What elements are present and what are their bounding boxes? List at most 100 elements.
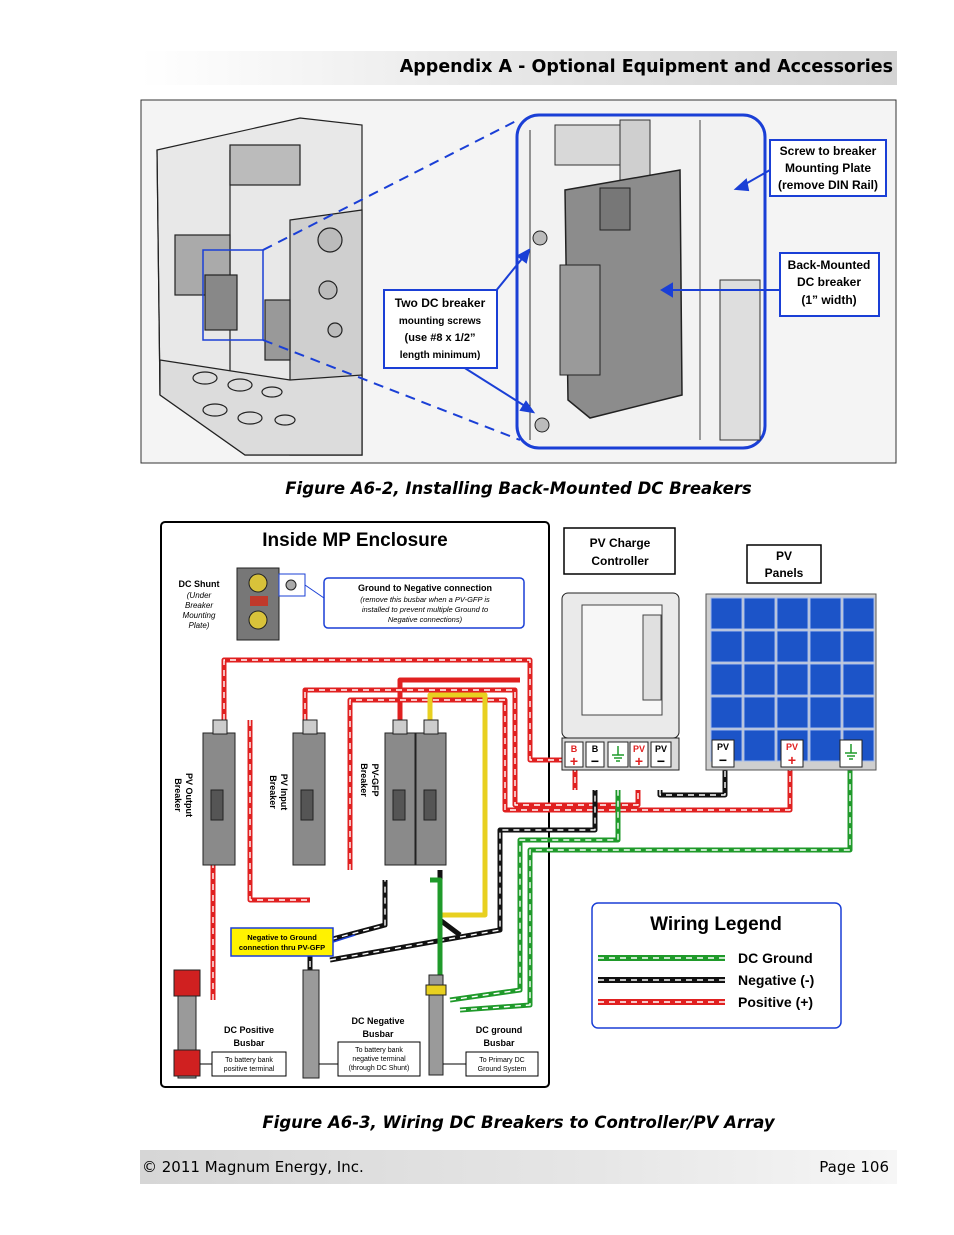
callout-breaker-line3: (1” width) (801, 293, 856, 307)
legend-label: Positive (+) (738, 994, 813, 1010)
solar-cell (809, 729, 842, 762)
callout-screw-line2: Mounting Plate (785, 161, 871, 175)
header-title: Appendix A - Optional Equipment and Acce… (399, 57, 893, 77)
solar-cell (743, 729, 776, 762)
shunt-note-3: Mounting (183, 611, 216, 620)
panel-terminal-neg: PV (717, 742, 729, 752)
shunt-note-4: Plate) (189, 621, 210, 630)
pos-busbar-note-2: positive terminal (224, 1066, 275, 1073)
svg-text:+: + (788, 752, 796, 768)
solar-cell (776, 696, 809, 729)
panels-title-1: PV (776, 549, 792, 563)
neg-busbar-title-2: Busbar (362, 1029, 394, 1039)
solar-cell (842, 597, 875, 630)
terminal-b-pos: B (571, 744, 578, 754)
breakers (202, 719, 447, 866)
panel-ground-icon (845, 744, 857, 760)
solar-cell (809, 597, 842, 630)
shunt-note-1: (Under (187, 591, 212, 600)
solar-cell (809, 630, 842, 663)
legend-label: DC Ground (738, 950, 813, 966)
busbar-labels: DC Positive Busbar To battery bank posit… (200, 1016, 539, 1077)
neg-gnd-note-1: Negative to Ground (247, 933, 317, 942)
legend-label: Negative (-) (738, 972, 814, 988)
gnd-note-1: (remove this busbar when a PV-GFP is (360, 595, 490, 604)
shunt-note-2: Breaker (185, 601, 213, 610)
legend-title: Wiring Legend (650, 914, 782, 935)
busbars (173, 969, 447, 1079)
ground-symbol-icon (612, 746, 624, 762)
figure2-caption: Figure A6-3, Wiring DC Breakers to Contr… (262, 1113, 775, 1132)
pos-busbar-title-2: Busbar (233, 1038, 265, 1048)
pv-gfp-label-2: Breaker (359, 763, 369, 797)
guide-lines (262, 119, 521, 441)
svg-text:−: − (719, 752, 727, 768)
solar-cell (743, 630, 776, 663)
solar-cell (809, 663, 842, 696)
neg-busbar-note-2: negative terminal (352, 1056, 406, 1063)
svg-text:−: − (591, 753, 599, 769)
pv-input-label-1: PV Input (279, 774, 289, 811)
page-footer: © 2011 Magnum Energy, Inc. Page 106 (140, 1150, 897, 1184)
figure-wiring: Inside MP Enclosure DC Shunt (Under Brea… (160, 521, 877, 1088)
solar-cell (842, 696, 875, 729)
terminal-b-neg: B (592, 744, 599, 754)
pv-gfp-label-1: PV-GFP (370, 763, 380, 796)
page-number: Page 106 (819, 1158, 889, 1176)
callout-screws-box: Two DC breaker mounting screws (use #8 x… (383, 289, 498, 369)
enclosure-drawing (156, 117, 363, 456)
breaker-labels: PV Output Breaker PV Input Breaker PV-GF… (173, 763, 380, 817)
terminal-pv-neg: PV (655, 744, 667, 754)
wires (210, 657, 853, 1013)
svg-text:+: + (570, 753, 578, 769)
controller-title-1: PV Charge (590, 536, 651, 550)
solar-cell (776, 630, 809, 663)
solar-cell (776, 597, 809, 630)
page-header: Appendix A - Optional Equipment and Acce… (140, 51, 897, 85)
panels-title-2: Panels (765, 566, 804, 580)
charge-controller: PV Charge Controller (561, 527, 680, 771)
neg-busbar-note-3: (through DC Shunt) (349, 1065, 410, 1072)
controller-title-2: Controller (591, 554, 649, 568)
gnd-busbar-note-1: To Primary DC (479, 1057, 525, 1064)
callout-screws-line3: (use #8 x 1/2” (405, 332, 476, 344)
solar-cell (743, 663, 776, 696)
gnd-busbar-title-1: DC ground (476, 1025, 523, 1035)
neg-busbar-title-1: DC Negative (351, 1016, 404, 1026)
gnd-busbar-title-2: Busbar (483, 1038, 515, 1048)
solar-cell (842, 630, 875, 663)
neg-gnd-note-2: connection thru PV-GFP (239, 943, 325, 952)
svg-text:+: + (635, 753, 643, 769)
gnd-note-2: installed to prevent multiple Ground to (362, 605, 488, 614)
zoom-panel (515, 113, 767, 450)
neg-busbar-note-1: To battery bank (355, 1047, 403, 1054)
callout-screws-line4: length minimum) (400, 350, 481, 361)
gnd-busbar-note-2: Ground System (478, 1066, 527, 1073)
gnd-note-3: Negative connections) (388, 615, 463, 624)
figure1-caption: Figure A6-2, Installing Back-Mounted DC … (285, 479, 752, 498)
ground-negative-note: Ground to Negative connection (remove th… (323, 577, 525, 629)
pv-panels: PV Panels PV − PV + (705, 544, 877, 771)
callout-screw-line3: (remove DIN Rail) (778, 178, 878, 192)
callout-breaker-line2: DC breaker (797, 275, 861, 289)
pv-output-label-2: Breaker (173, 778, 183, 812)
terminal-pv-pos: PV (633, 744, 645, 754)
solar-cell (710, 597, 743, 630)
pos-busbar-title-1: DC Positive (224, 1025, 274, 1035)
footer-copyright: © 2011 Magnum Energy, Inc. (142, 1158, 364, 1176)
callout-screws-line2: mounting screws (399, 316, 482, 327)
shunt-label: DC Shunt (179, 579, 220, 589)
controller-terminals: B + B − PV + PV − (564, 741, 672, 769)
pv-input-label-2: Breaker (268, 775, 278, 809)
callout-breaker-line1: Back-Mounted (788, 258, 871, 272)
solar-cell (776, 663, 809, 696)
panel-terminal-pos: PV (786, 742, 798, 752)
enclosure-title: Inside MP Enclosure (262, 530, 447, 551)
neg-gnd-note: Negative to Ground connection thru PV-GF… (230, 927, 356, 957)
solar-cell (710, 630, 743, 663)
callout-breaker-box: Back-Mounted DC breaker (1” width) (779, 252, 880, 317)
dc-shunt: DC Shunt (Under Breaker Mounting Plate) (179, 567, 325, 641)
gnd-note-title: Ground to Negative connection (358, 583, 492, 593)
solar-cell (710, 663, 743, 696)
